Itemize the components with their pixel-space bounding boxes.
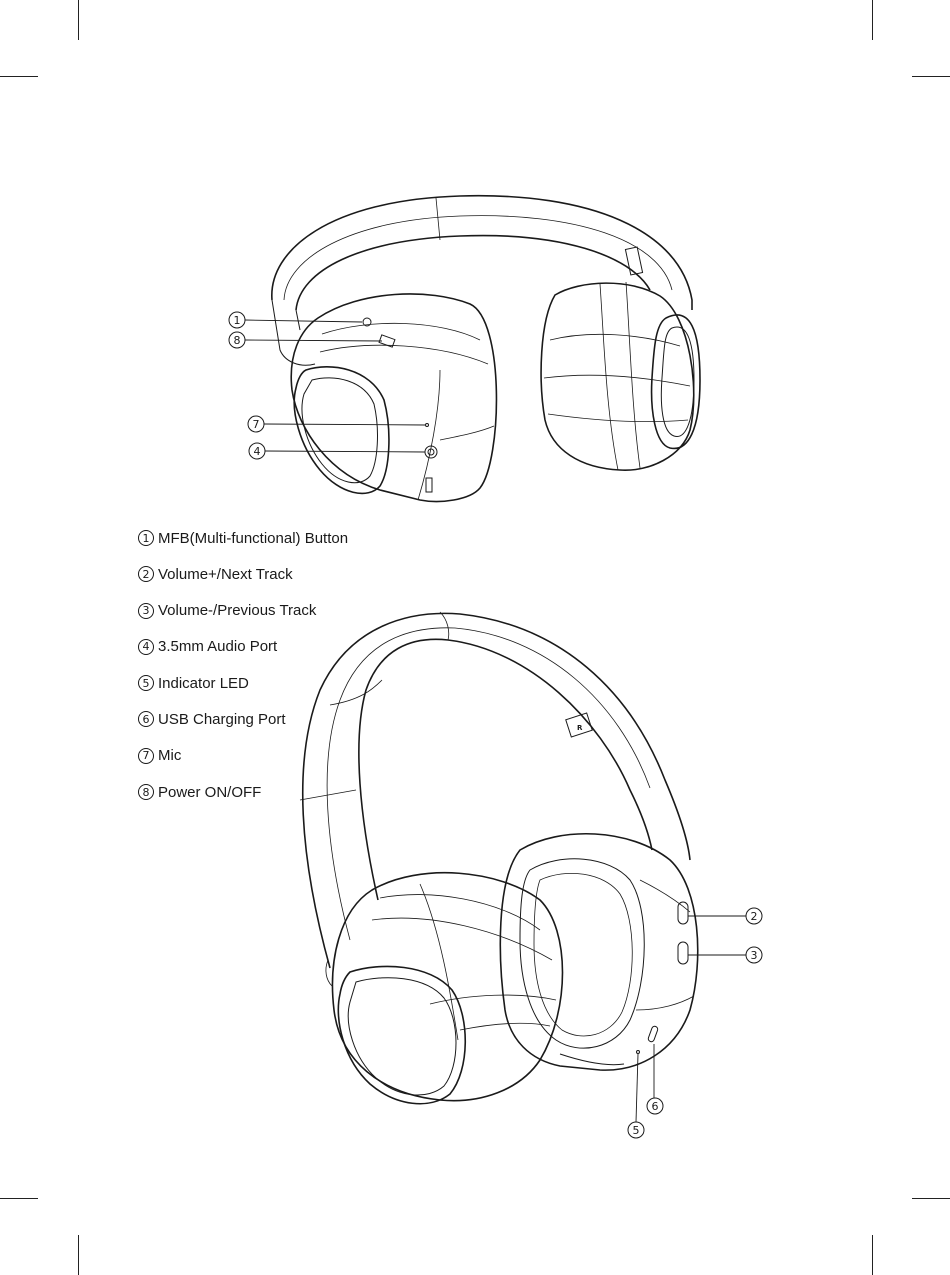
- legend-item: 3 Volume-/Previous Track: [138, 601, 348, 621]
- legend-item: 8 Power ON/OFF: [138, 782, 348, 802]
- bottom-back-cushion: [520, 859, 644, 1048]
- legend-item: 5 Indicator LED: [138, 673, 348, 693]
- callout-3: 3: [751, 949, 758, 962]
- legend-label: Volume+/Next Track: [158, 566, 293, 583]
- bottom-headband-inner: [359, 639, 652, 900]
- legend-label: MFB(Multi-functional) Button: [158, 530, 348, 547]
- callout-5: 5: [633, 1124, 640, 1137]
- legend-number: 8: [138, 784, 154, 800]
- right-side-marker: R: [577, 724, 583, 732]
- legend-item: 4 3.5mm Audio Port: [138, 637, 348, 657]
- headphone-top-view: [272, 196, 700, 502]
- legend-label: Volume-/Previous Track: [158, 602, 316, 619]
- top-headband-outer: [272, 196, 692, 310]
- top-right-earcup-shell: [541, 283, 694, 470]
- legend-label: Power ON/OFF: [158, 784, 261, 801]
- callout-7: 7: [253, 418, 260, 431]
- top-headband-inner: [296, 236, 650, 310]
- callout-4: 4: [254, 445, 261, 458]
- callout-6: 6: [652, 1100, 659, 1113]
- legend-number: 5: [138, 675, 154, 691]
- legend-number: 6: [138, 711, 154, 727]
- legend-label: 3.5mm Audio Port: [158, 638, 277, 655]
- top-left-earcup-shell: [291, 294, 496, 502]
- bottom-front-earcup-shell: [333, 873, 563, 1101]
- legend-item: 6 USB Charging Port: [138, 709, 348, 729]
- legend-number: 4: [138, 639, 154, 655]
- legend-number: 3: [138, 603, 154, 619]
- callout-2: 2: [751, 910, 758, 923]
- headphone-bottom-view: R: [300, 612, 698, 1104]
- legend-number: 2: [138, 566, 154, 582]
- callout-8: 8: [234, 334, 241, 347]
- top-callouts: 1 8 7 4: [229, 312, 425, 459]
- legend-list: 1 MFB(Multi-functional) Button 2 Volume+…: [138, 528, 348, 818]
- legend-label: USB Charging Port: [158, 711, 286, 728]
- bottom-back-earcup: [500, 834, 697, 1070]
- legend-item: 7 Mic: [138, 746, 348, 766]
- legend-number: 7: [138, 748, 154, 764]
- legend-item: 2 Volume+/Next Track: [138, 564, 348, 584]
- legend-number: 1: [138, 530, 154, 546]
- legend-item: 1 MFB(Multi-functional) Button: [138, 528, 348, 548]
- legend-label: Indicator LED: [158, 675, 249, 692]
- legend-label: Mic: [158, 747, 181, 764]
- callout-1: 1: [234, 314, 241, 327]
- bottom-callouts: 2 3 6 5: [628, 908, 762, 1138]
